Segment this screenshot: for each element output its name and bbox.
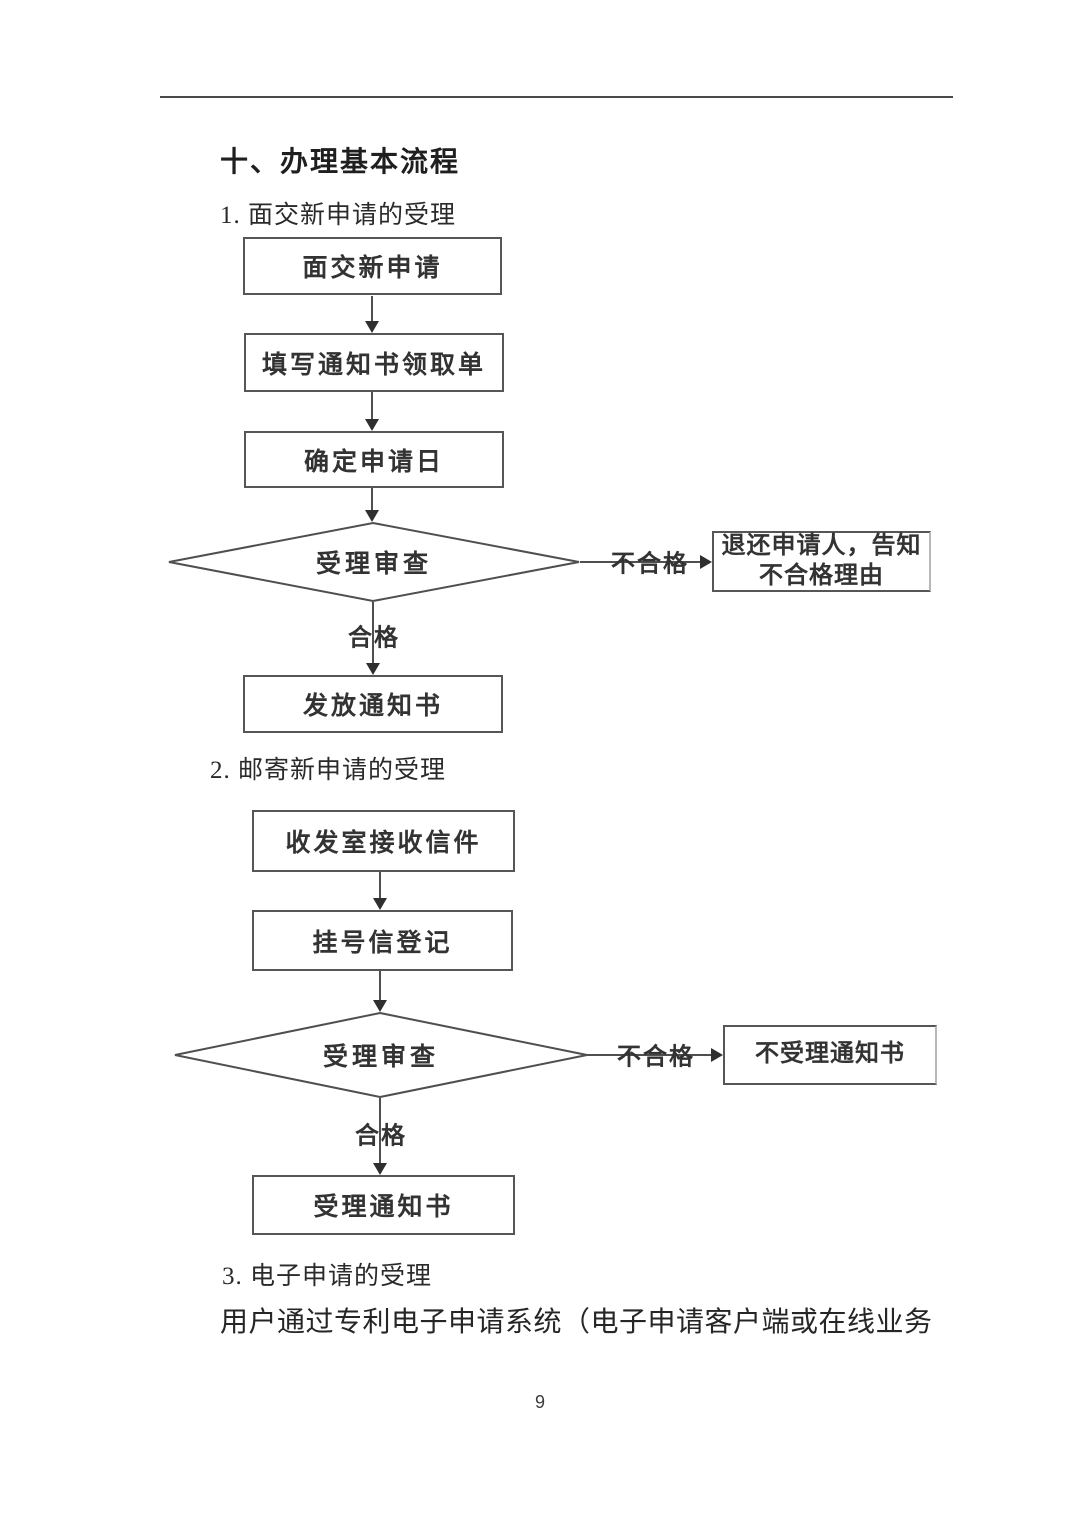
flow-connector-line [379, 971, 381, 1000]
section-1-label: 1. 面交新申请的受理 [220, 202, 457, 229]
right-arrow-icon [700, 555, 712, 569]
fail-box-line1: 退还申请人，告知 [721, 533, 922, 560]
flow1-decision-diamond [168, 521, 580, 603]
flow-connector-line [587, 1054, 711, 1056]
flow2-final-box: 受理通知书 [252, 1175, 515, 1235]
fail-box-line2: 不合格理由 [759, 562, 884, 589]
page-title: 十、办理基本流程 [220, 146, 461, 177]
flow-connector-line [371, 392, 373, 419]
down-arrow-icon [365, 419, 379, 431]
flow2-step-box-2: 挂号信登记 [252, 910, 513, 971]
flow-connector-line [580, 561, 700, 563]
down-arrow-icon [365, 510, 379, 522]
flow1-decision-label: 受理审查 [315, 551, 432, 578]
down-arrow-icon [373, 1000, 387, 1012]
flow-connector-line [371, 488, 373, 510]
flow2-fail-branch-label: 不合格 [617, 1044, 695, 1071]
right-arrow-icon [711, 1048, 723, 1062]
flow-connector-line [371, 296, 373, 322]
flow2-decision-diamond [174, 1011, 588, 1099]
flow1-fail-result-box: 退还申请人，告知 不合格理由 [712, 531, 931, 592]
section-3-label: 3. 电子申请的受理 [222, 1263, 433, 1290]
flow1-final-box: 发放通知书 [243, 675, 503, 733]
flow-connector-line [379, 1098, 381, 1163]
flow1-pass-branch-label: 合格 [348, 625, 400, 652]
down-arrow-icon [373, 1163, 387, 1175]
flow1-fail-result-text: 退还申请人，告知 不合格理由 [722, 532, 922, 591]
flow2-step-box-1: 收发室接收信件 [252, 810, 515, 872]
flow1-step-box-3: 确定申请日 [244, 431, 504, 488]
flow-connector-line [372, 602, 374, 663]
page-number: 9 [534, 1392, 545, 1412]
flow1-fail-branch-label: 不合格 [611, 551, 689, 578]
down-arrow-icon [365, 321, 379, 333]
down-arrow-icon [366, 663, 380, 675]
down-arrow-icon [373, 898, 387, 910]
flow2-fail-result-box: 不受理通知书 [723, 1025, 937, 1085]
flow-connector-line [379, 872, 381, 898]
header-divider [160, 96, 953, 98]
flow1-step-box-2: 填写通知书领取单 [244, 333, 504, 392]
flow2-pass-branch-label: 合格 [355, 1123, 407, 1150]
flow1-step-box-1: 面交新申请 [243, 237, 502, 295]
section-2-label: 2. 邮寄新申请的受理 [210, 757, 447, 784]
flow2-decision-label: 受理审查 [322, 1044, 439, 1071]
body-paragraph: 用户通过专利电子申请系统（电子申请客户端或在线业务 [220, 1307, 933, 1338]
